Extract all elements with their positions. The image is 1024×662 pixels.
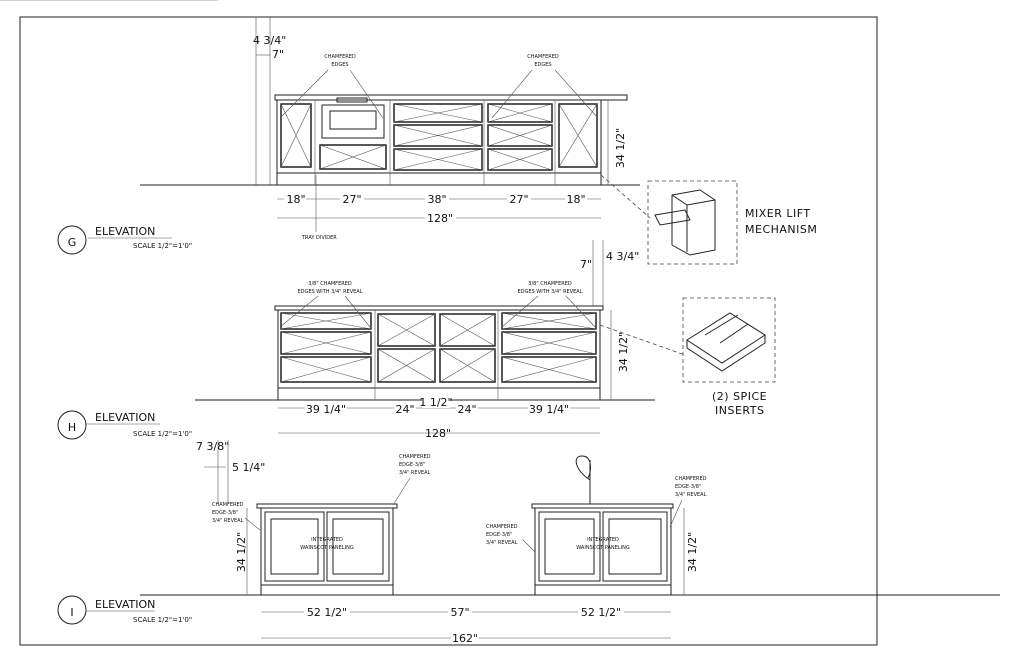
plinth <box>276 172 602 186</box>
note-line: 3/4" REVEAL <box>399 470 431 476</box>
note-line: 3/4" REVEAL <box>486 540 518 546</box>
elevation-h-letter: H <box>68 421 76 434</box>
dim-section: 24" <box>395 403 414 416</box>
chamfer-note-right-2: EDGES WITH 3/4" REVEAL <box>518 289 583 295</box>
note-line: EDGE-3/8" <box>212 510 238 516</box>
dim-section: 38" <box>427 193 446 206</box>
dim-section: 57" <box>450 606 469 619</box>
dim-top-inner: 7" <box>272 48 284 61</box>
elevation-i-scale: SCALE 1/2"=1'0" <box>133 616 192 624</box>
dim-gap: 1 1/2" <box>419 396 452 409</box>
elevation-h-scale: SCALE 1/2"=1'0" <box>133 430 192 438</box>
dim-section: 39 1/4" <box>529 403 569 416</box>
note-line: CHAMFERED <box>212 502 244 508</box>
panel-note-right-2: WAINSCOT PANELING <box>576 545 630 551</box>
dim-section: 27" <box>342 193 361 206</box>
dim-section: 18" <box>566 193 585 206</box>
dim-top-offset: 4 3/4" <box>606 250 639 263</box>
dim-total: 128" <box>425 427 451 440</box>
note-line: 3/4" REVEAL <box>675 492 707 498</box>
elevation-g: 4 3/4" 7" CHAMFERED EDGES CHAMFERED EDGE… <box>57 17 817 265</box>
dim-section: 18" <box>286 193 305 206</box>
elevation-i-symbol <box>57 595 87 625</box>
chamfer-note-left-1: 3/8" CHAMFERED <box>308 281 352 287</box>
elevation-g-title: ELEVATION <box>95 225 155 238</box>
elevation-i-letter: I <box>70 606 73 619</box>
elevation-h-symbol <box>57 410 87 440</box>
countertop <box>274 305 604 311</box>
dim-top-offset: 7 3/8" <box>196 440 229 453</box>
note-line: EDGE-3/8" <box>675 484 701 490</box>
spice-insert-label-2: INSERTS <box>715 404 764 417</box>
chamfer-note-d: CHAMFERED EDGE-3/8" 3/4" REVEAL <box>669 476 707 528</box>
dim-section: 52 1/2" <box>307 606 347 619</box>
mixer-lift-label-2: MECHANISM <box>745 223 817 236</box>
elevation-i-title: ELEVATION <box>95 598 155 611</box>
dim-top-inner: 5 1/4" <box>232 461 265 474</box>
elevation-i: 7 3/8" 5 1/4" INTEGRATED WAINSCOT PANELI… <box>0 0 1000 645</box>
dim-height-left: 34 1/2" <box>235 532 248 572</box>
chamfer-note-b: CHAMFERED EDGE-3/8" 3/4" REVEAL <box>392 454 431 506</box>
mixer-lift-detail <box>647 180 738 265</box>
chamfer-note-right-2: EDGES <box>534 62 551 68</box>
note-line: CHAMFERED <box>399 454 431 460</box>
panel-note-left-1: INTEGRATED <box>311 537 343 543</box>
dim-section: 52 1/2" <box>581 606 621 619</box>
elevation-g-letter: G <box>68 236 77 249</box>
dim-section: 27" <box>509 193 528 206</box>
tray-divider-note: TRAY DIVIDER <box>301 235 337 241</box>
dim-height-right: 34 1/2" <box>686 532 699 572</box>
chamfer-note-left-1: CHAMFERED <box>324 54 356 60</box>
note-line: 3/4" REVEAL <box>212 518 244 524</box>
mixer-lift-label-1: MIXER LIFT <box>745 207 811 220</box>
dim-height: 34 1/2" <box>614 128 627 168</box>
chamfer-note-c: CHAMFERED EDGE-3/8" 3/4" REVEAL <box>486 524 536 553</box>
note-line: EDGE-3/8" <box>399 462 425 468</box>
elevation-h-title: ELEVATION <box>95 411 155 424</box>
chamfer-note-right-1: 3/8" CHAMFERED <box>528 281 572 287</box>
note-line: EDGE-3/8" <box>486 532 512 538</box>
chamfer-note-right-1: CHAMFERED <box>527 54 559 60</box>
microwave-drawer <box>321 104 385 139</box>
spice-insert-label-1: (2) SPICE <box>712 390 767 403</box>
elevation-g-scale: SCALE 1/2"=1'0" <box>133 242 192 250</box>
note-line: CHAMFERED <box>675 476 707 482</box>
dim-total: 162" <box>452 632 478 645</box>
chamfer-note-left-2: EDGES WITH 3/4" REVEAL <box>298 289 363 295</box>
chamfer-note-a: CHAMFERED EDGE-3/8" 3/4" REVEAL <box>212 502 261 531</box>
note-line: CHAMFERED <box>486 524 518 530</box>
dim-section: 39 1/4" <box>306 403 346 416</box>
sheet-border <box>19 16 878 646</box>
spice-insert-detail <box>682 297 776 383</box>
elevation-h: 4 3/4" 7" 3/8" CHAMFERED EDGES WITH 3/4"… <box>57 240 776 440</box>
countertop <box>274 94 628 101</box>
dim-section: 24" <box>457 403 476 416</box>
countertop-right <box>531 503 674 509</box>
dim-total: 128" <box>427 212 453 225</box>
panel-note-right-1: INTEGRATED <box>587 537 619 543</box>
chamfer-note-left-2: EDGES <box>331 62 348 68</box>
dim-top-offset: 4 3/4" <box>253 34 286 47</box>
dim-height: 34 1/2" <box>617 332 630 372</box>
dim-top-inner: 7" <box>580 258 592 271</box>
countertop-left <box>256 503 398 509</box>
elevation-g-symbol <box>57 225 87 255</box>
panel-note-left-2: WAINSCOT PANELING <box>300 545 354 551</box>
